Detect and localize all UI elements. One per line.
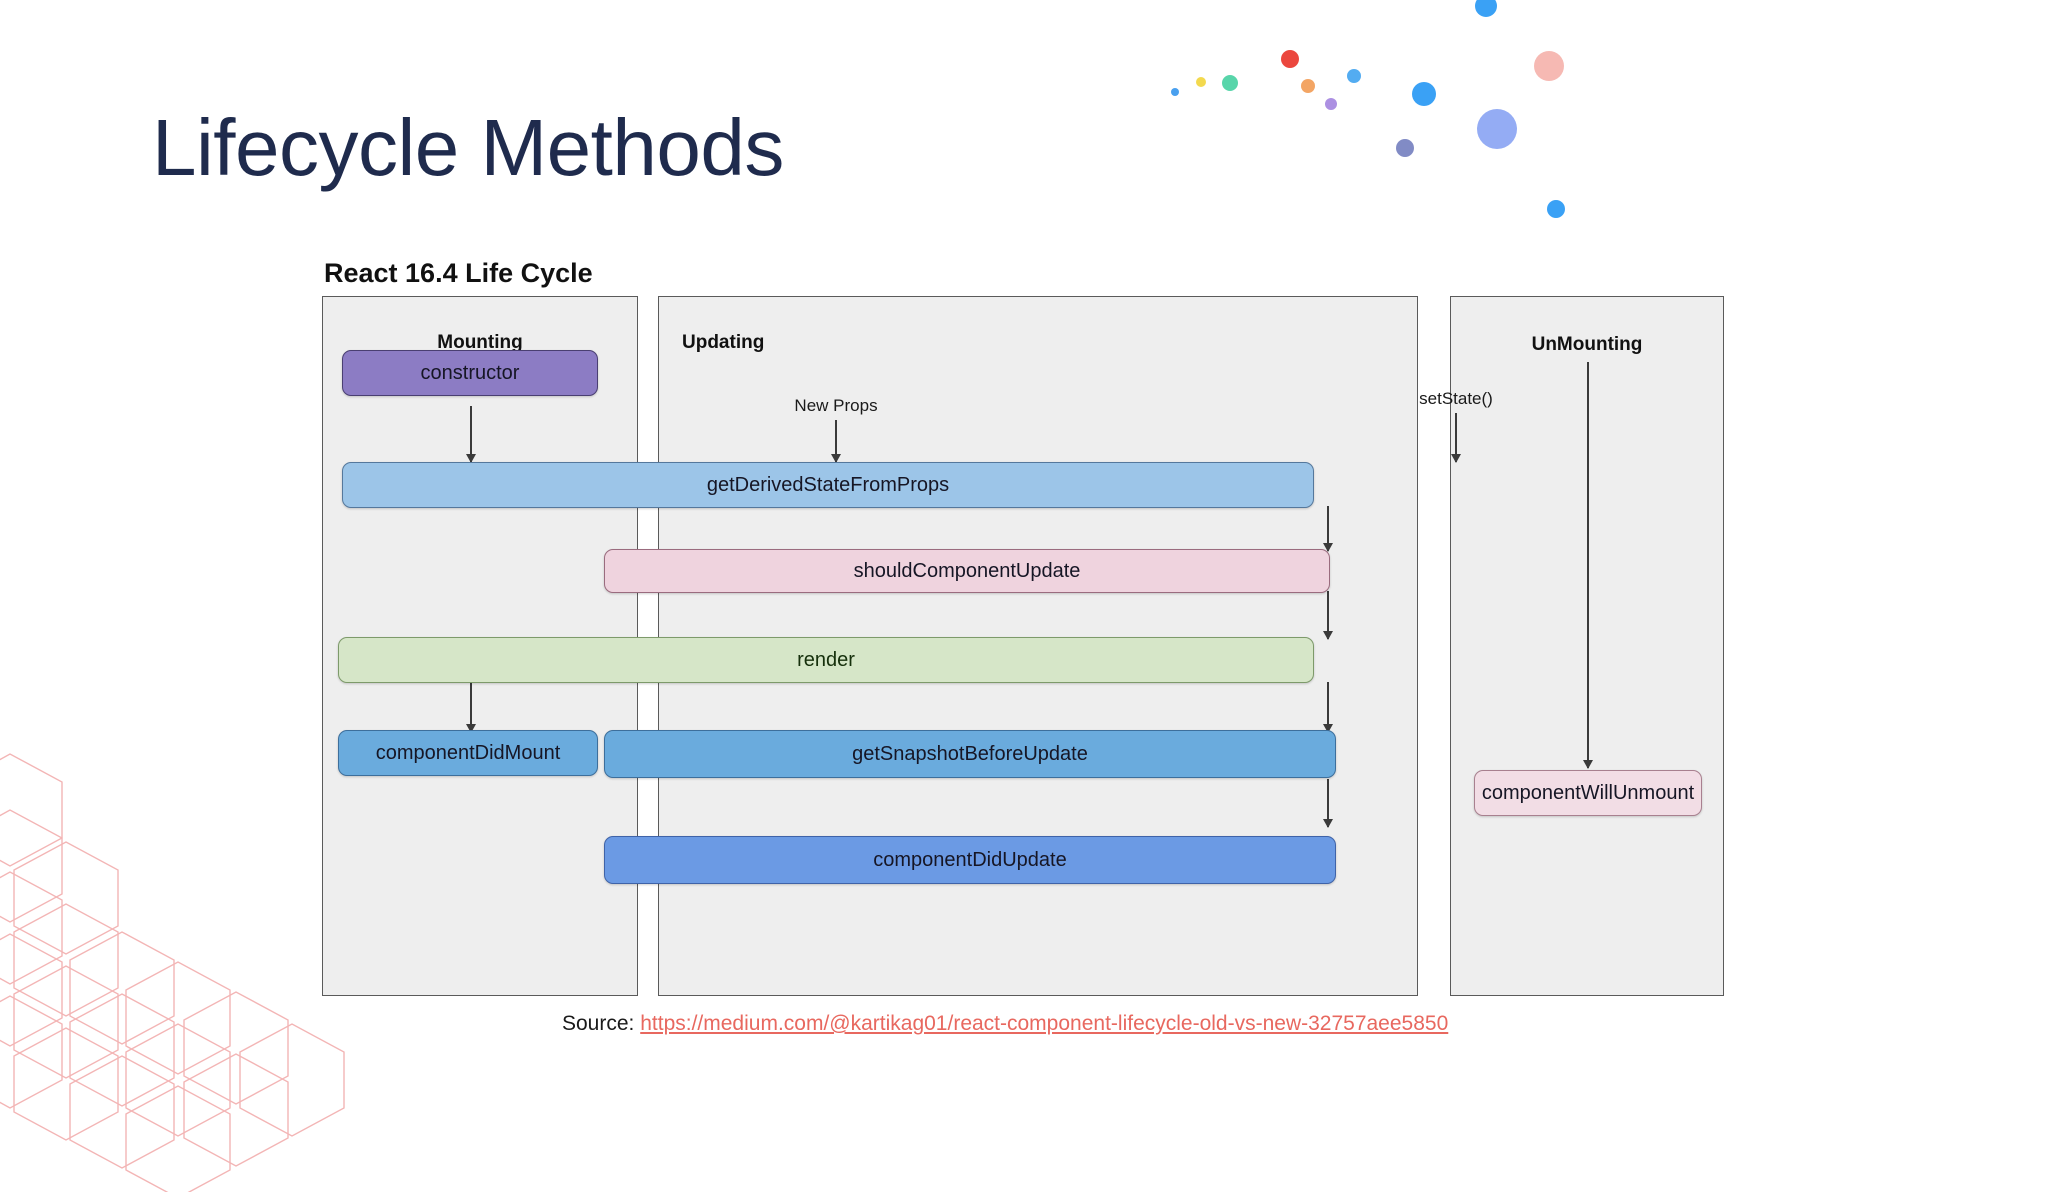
- arrow-gdsfp-to-scu: [1323, 506, 1332, 552]
- confetti-dots-decor: [1171, 0, 2048, 300]
- decor-dot-6: [1171, 88, 1179, 96]
- decor-dot-3: [1301, 79, 1315, 93]
- trigger-label-set-state: setState(): [1419, 389, 1493, 408]
- decor-dot-12: [1547, 200, 1565, 218]
- page-title: Lifecycle Methods: [152, 103, 784, 192]
- arrow-gsbu-to-cdu: [1323, 779, 1332, 828]
- arrow-set-state-to-gdsfp: [1451, 413, 1460, 463]
- decor-dot-9: [1396, 139, 1414, 157]
- decor-dot-4: [1222, 75, 1238, 91]
- panel-header-updating: Updating: [682, 332, 765, 353]
- arrow-unmounting-to-cwu: [1583, 362, 1592, 769]
- decor-dot-8: [1412, 82, 1436, 106]
- arrow-render-to-cdm: [466, 682, 475, 733]
- decor-dot-5: [1196, 77, 1206, 87]
- node-render[interactable]: render: [338, 637, 1314, 683]
- decor-dot-1: [1281, 50, 1299, 68]
- decor-dot-0: [1475, 0, 1497, 17]
- decor-dot-10: [1477, 109, 1517, 149]
- arrow-new-props-to-gdsfp: [831, 420, 840, 463]
- decor-dot-7: [1325, 98, 1337, 110]
- decor-dot-2: [1347, 69, 1361, 83]
- node-should-component-update[interactable]: shouldComponentUpdate: [604, 549, 1330, 593]
- source-line: Source: https://medium.com/@kartikag01/r…: [562, 1012, 1448, 1036]
- react-lifecycle-diagram: React 16.4 Life Cycle Mounting Updating …: [322, 258, 1732, 998]
- diagram-title: React 16.4 Life Cycle: [324, 258, 593, 288]
- node-get-snapshot-before-update[interactable]: getSnapshotBeforeUpdate: [604, 730, 1336, 778]
- source-link[interactable]: https://medium.com/@kartikag01/react-com…: [640, 1012, 1449, 1035]
- panel-header-mounting: Mounting: [437, 332, 523, 353]
- trigger-label-new-props: New Props: [794, 396, 878, 415]
- arrow-render-to-gsbu: [1323, 682, 1332, 733]
- arrow-constructor-to-gdsfp: [466, 406, 475, 463]
- node-constructor[interactable]: constructor: [342, 350, 598, 396]
- node-component-will-unmount[interactable]: componentWillUnmount: [1474, 770, 1702, 816]
- node-get-derived-state-from-props[interactable]: getDerivedStateFromProps: [342, 462, 1314, 508]
- arrow-scu-to-render: [1323, 591, 1332, 640]
- decor-dot-11: [1534, 51, 1564, 81]
- panel-header-unmounting: UnMounting: [1531, 334, 1643, 355]
- source-prefix: Source:: [562, 1012, 635, 1035]
- node-component-did-mount[interactable]: componentDidMount: [338, 730, 598, 776]
- node-component-did-update[interactable]: componentDidUpdate: [604, 836, 1336, 884]
